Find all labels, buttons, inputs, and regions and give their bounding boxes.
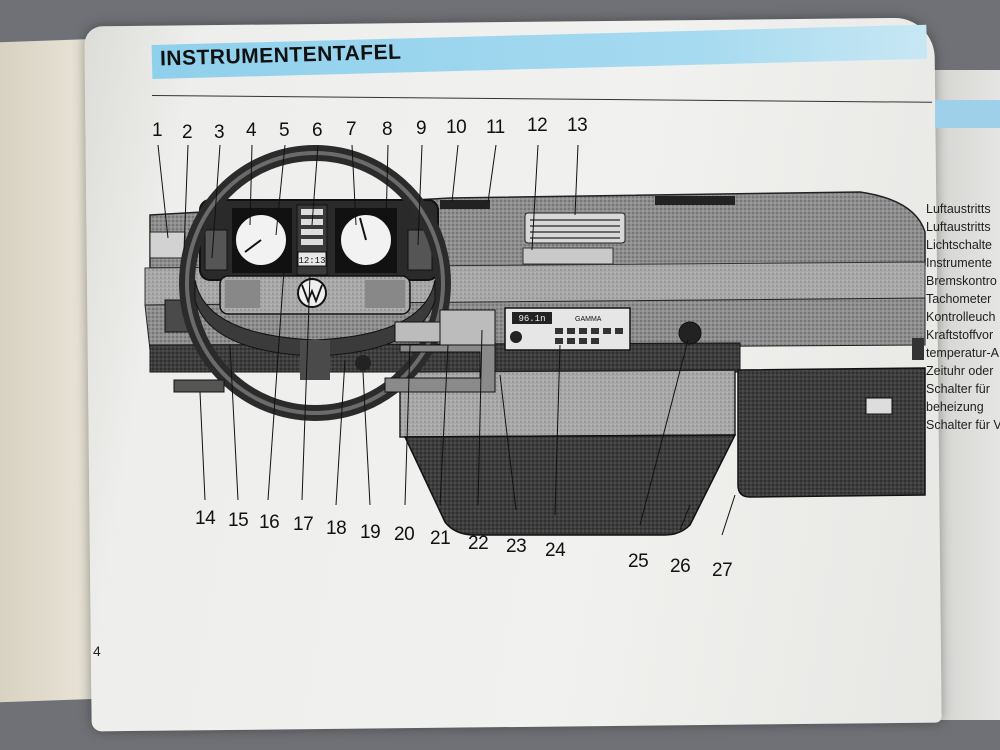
center-vent-lower xyxy=(522,247,614,265)
legend-item: Lichtschalte xyxy=(926,238,993,252)
heater-controls xyxy=(439,309,496,346)
legend-item: Tachometer xyxy=(926,292,992,306)
callout-13: 13 xyxy=(567,115,588,136)
callout-11: 11 xyxy=(486,117,505,138)
callout-22: 22 xyxy=(468,533,489,554)
page-number: 4 xyxy=(93,643,101,659)
callout-23: 23 xyxy=(506,536,527,557)
legend-list: Luftaustritts Luftaustritts Lichtschalte… xyxy=(926,200,1000,434)
right-side-vent xyxy=(912,338,924,360)
callout-19: 19 xyxy=(360,522,381,543)
legend-item: Kraftstoffvor xyxy=(926,328,994,342)
ignition-lock xyxy=(355,355,371,371)
legend-item: Bremskontro xyxy=(926,274,997,288)
callout-9: 9 xyxy=(416,118,427,139)
legend-item: Kontrolleuch xyxy=(926,310,996,324)
legend-item: Schalter für V xyxy=(926,418,1000,432)
next-page-header-band xyxy=(935,100,1000,128)
radio-brand: GAMMA xyxy=(575,316,602,323)
callout-21: 21 xyxy=(430,528,451,549)
glovebox-latch xyxy=(865,397,893,415)
radio-display xyxy=(512,312,552,324)
steering-wheel-highlight xyxy=(185,151,445,415)
horn-pad-right xyxy=(365,280,405,308)
callout-4: 4 xyxy=(246,120,257,141)
callout-17: 17 xyxy=(293,514,314,535)
legend-item: Zeituhr oder xyxy=(926,364,994,378)
callout-2: 2 xyxy=(182,122,193,143)
callout-18: 18 xyxy=(326,518,347,539)
callout-20: 20 xyxy=(394,524,415,545)
callout-14: 14 xyxy=(195,508,216,529)
legend-item: Schalter für xyxy=(926,382,990,396)
callout-15: 15 xyxy=(228,510,249,531)
callout-25: 25 xyxy=(628,551,649,572)
horn-pad-left xyxy=(225,280,260,308)
callout-27: 27 xyxy=(712,560,733,581)
callout-8: 8 xyxy=(382,119,393,140)
legend-item: Instrumente xyxy=(926,256,993,270)
legend-item: Luftaustritts xyxy=(926,220,991,234)
parcel-tray xyxy=(403,434,737,536)
legend-item: beheizung xyxy=(926,400,984,414)
steering-column xyxy=(300,340,330,380)
legend-item: temperatur-A xyxy=(926,346,999,360)
radio-frequency: 96.1n xyxy=(518,314,545,324)
cigarette-lighter xyxy=(678,321,702,345)
callout-6: 6 xyxy=(312,120,323,141)
fuse-box xyxy=(173,379,225,393)
defrost-vent-right xyxy=(655,196,735,205)
clock-readout: 12:13 xyxy=(298,256,325,266)
callout-3: 3 xyxy=(214,122,225,143)
callout-7: 7 xyxy=(346,119,357,140)
gear-shift-frame xyxy=(384,344,496,393)
callout-5: 5 xyxy=(279,120,290,141)
glovebox xyxy=(737,367,926,498)
clock-display xyxy=(297,251,327,267)
callout-24: 24 xyxy=(545,540,566,561)
switch-panel xyxy=(394,321,441,343)
legend-item: Luftaustritts xyxy=(926,202,991,216)
defrost-vent-left xyxy=(440,200,490,209)
callout-12: 12 xyxy=(527,115,548,136)
radio-knob xyxy=(510,331,522,343)
callout-26: 26 xyxy=(670,556,691,577)
callout-1: 1 xyxy=(152,120,163,141)
callout-16: 16 xyxy=(259,512,280,533)
light-switch xyxy=(204,229,228,271)
callout-10: 10 xyxy=(446,117,467,138)
steering-spoke xyxy=(194,279,436,357)
